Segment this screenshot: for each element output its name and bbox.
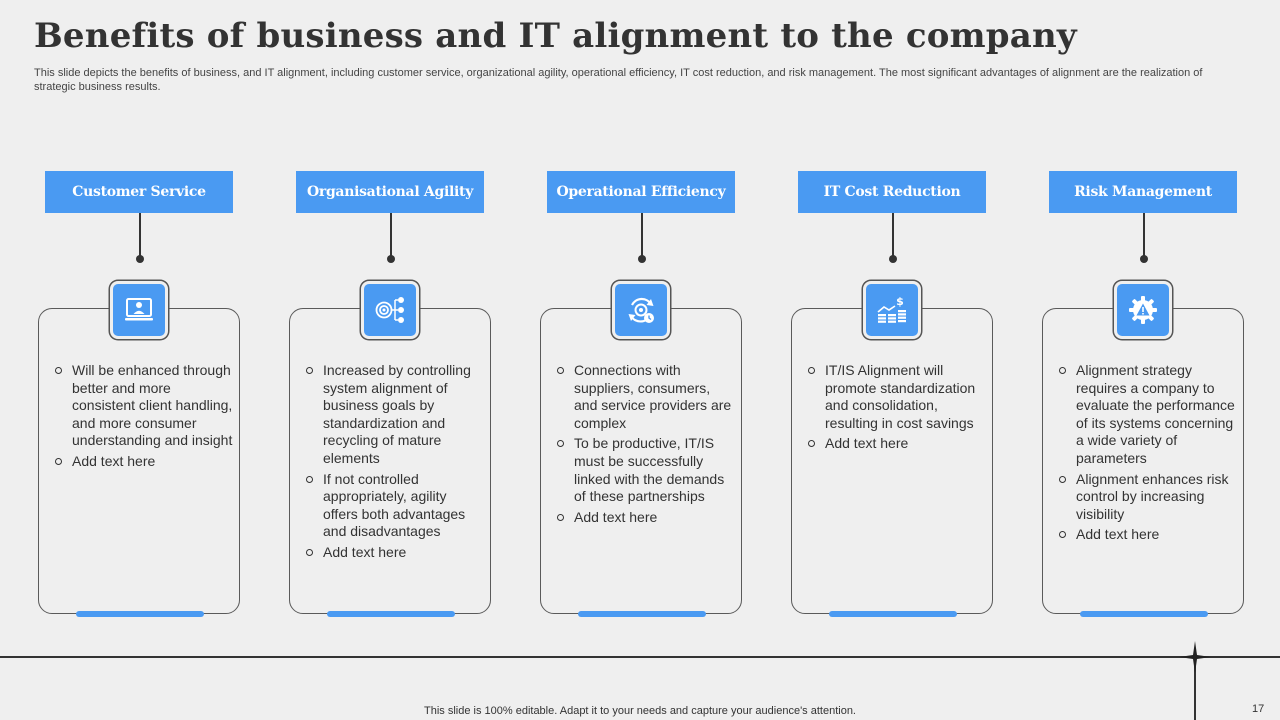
column-header: Operational Efficiency [547, 171, 735, 213]
benefit-column-it-cost-reduction: IT Cost Reduction $ IT/IS Alignment will… [791, 171, 995, 617]
connector-dot [638, 255, 646, 263]
column-header: Risk Management [1049, 171, 1237, 213]
bullet-item: Will be enhanced through better and more… [54, 362, 234, 450]
customer-support-icon [110, 281, 168, 339]
connector-line [139, 213, 141, 257]
bullet-item: Add text here [807, 435, 987, 453]
bullet-item: Add text here [1058, 526, 1238, 544]
page-title: Benefits of business and IT alignment to… [34, 16, 1077, 56]
column-header: Organisational Agility [296, 171, 484, 213]
benefit-card [289, 308, 491, 614]
bullet-item: Add text here [305, 544, 485, 562]
connector-line [1143, 213, 1145, 257]
bullet-item: IT/IS Alignment will promote standardiza… [807, 362, 987, 432]
bullet-item: Add text here [54, 453, 234, 471]
accent-bar [76, 611, 204, 617]
accent-bar [578, 611, 706, 617]
cost-savings-icon: $ [863, 281, 921, 339]
svg-text:$: $ [896, 295, 904, 308]
bullet-list: Connections with suppliers, consumers, a… [556, 362, 736, 529]
benefit-card [540, 308, 742, 614]
bullet-item: Add text here [556, 509, 736, 527]
bullet-item: Alignment strategy requires a company to… [1058, 362, 1238, 468]
benefit-card [791, 308, 993, 614]
bullet-list: IT/IS Alignment will promote standardiza… [807, 362, 987, 456]
target-network-icon [361, 281, 419, 339]
benefit-card [1042, 308, 1244, 614]
bullet-item: Increased by controlling system alignmen… [305, 362, 485, 468]
page-subtitle: This slide depicts the benefits of busin… [34, 67, 1203, 93]
bullet-item: To be productive, IT/IS must be successf… [556, 435, 736, 505]
accent-bar [829, 611, 957, 617]
bullet-list: Alignment strategy requires a company to… [1058, 362, 1238, 547]
bullet-list: Will be enhanced through better and more… [54, 362, 234, 474]
bullet-item: If not controlled appropriately, agility… [305, 471, 485, 541]
connector-line [641, 213, 643, 257]
bullet-item: Alignment enhances risk control by incre… [1058, 471, 1238, 524]
footer-vertical-divider [1194, 656, 1196, 720]
risk-gear-icon [1114, 281, 1172, 339]
footer-note: This slide is 100% editable. Adapt it to… [424, 705, 856, 717]
sparkle-star-icon [1179, 641, 1211, 673]
benefit-card [38, 308, 240, 614]
connector-dot [387, 255, 395, 263]
column-header: Customer Service [45, 171, 233, 213]
efficiency-gear-icon [612, 281, 670, 339]
connector-line [892, 213, 894, 257]
bullet-item: Connections with suppliers, consumers, a… [556, 362, 736, 432]
column-header: IT Cost Reduction [798, 171, 986, 213]
connector-dot [1140, 255, 1148, 263]
connector-line [390, 213, 392, 257]
benefit-column-customer-service: Customer Service Will be enhanced throug… [38, 171, 242, 617]
page-number: 17 [1252, 703, 1265, 715]
benefit-column-operational-efficiency: Operational Efficiency Connections with … [540, 171, 744, 617]
bullet-list: Increased by controlling system alignmen… [305, 362, 485, 565]
benefit-column-organisational-agility: Organisational Agility Increased by cont… [289, 171, 493, 617]
benefit-column-risk-management: Risk Management Alignment strategy requi… [1042, 171, 1246, 617]
connector-dot [136, 255, 144, 263]
connector-dot [889, 255, 897, 263]
accent-bar [327, 611, 455, 617]
footer-divider [0, 656, 1280, 658]
accent-bar [1080, 611, 1208, 617]
